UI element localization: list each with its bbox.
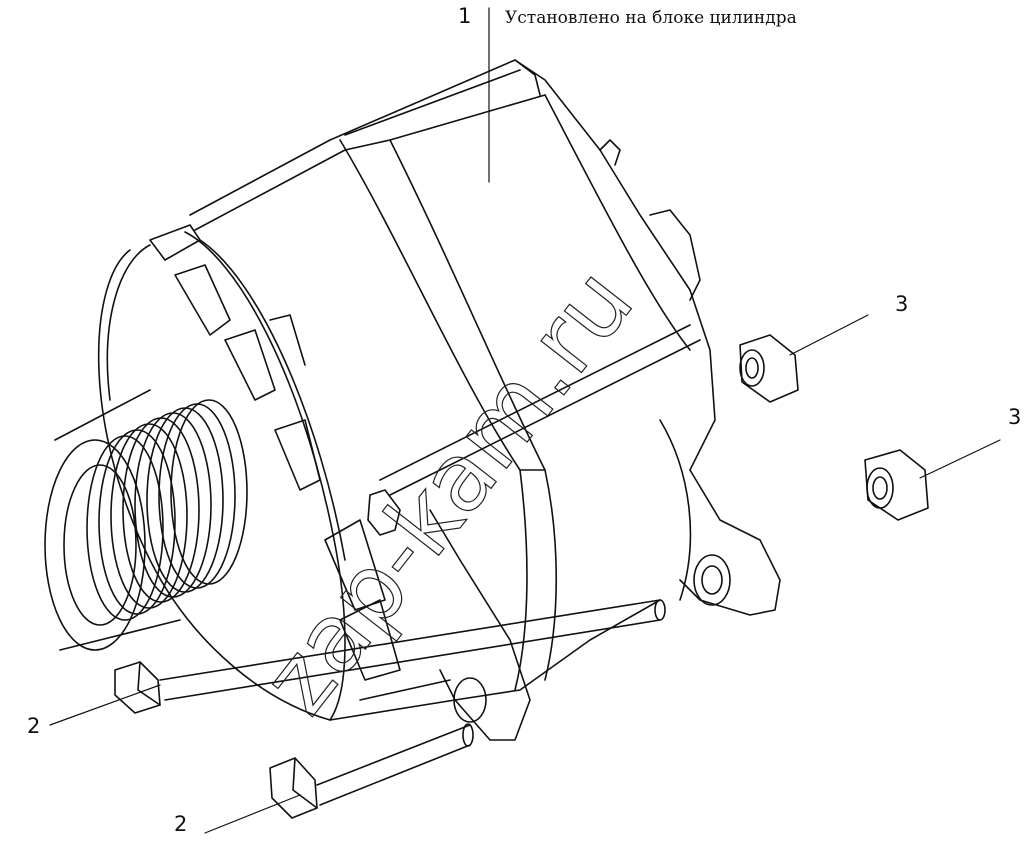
callout-3-upper: 3 — [895, 292, 909, 316]
nut-upper — [739, 334, 799, 403]
callout-2-lower: 2 — [27, 714, 41, 738]
leader-lines — [49, 7, 1001, 834]
callout-1: 1 — [458, 4, 472, 28]
bolt-lower — [114, 599, 666, 714]
callout-1-note: Установлено на блоке цилиндра — [505, 8, 797, 28]
nut-lower — [864, 449, 929, 521]
bolt-upper — [269, 723, 474, 819]
callout-3-lower: 3 — [1008, 405, 1022, 429]
watermark: zap-kam.ru — [242, 248, 656, 734]
alternator-body — [97, 59, 781, 741]
pulley — [44, 389, 248, 651]
callout-2-bottom: 2 — [174, 812, 188, 836]
watermark-text: zap-kam.ru — [242, 249, 655, 734]
